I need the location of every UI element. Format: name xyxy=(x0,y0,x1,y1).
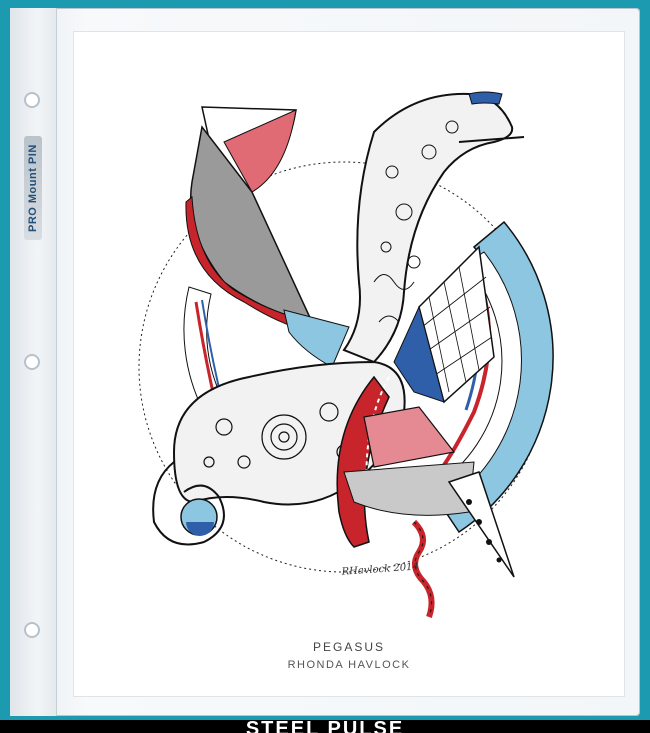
artwork-title: PEGASUS xyxy=(312,640,386,654)
sleeve-brand-label: PRO Mount PIN xyxy=(24,136,42,240)
horse-jaw-line xyxy=(458,136,525,143)
blue-triangle xyxy=(393,305,445,403)
binder-hole xyxy=(24,354,40,370)
red-rope-ink xyxy=(413,521,433,618)
neck-swirls xyxy=(373,120,459,323)
art-print: RHavlock 2014 PEGASUS RHONDA HAVLOCK xyxy=(74,32,624,696)
binder-hole xyxy=(24,622,40,638)
footer-text: STEEL PULSE xyxy=(245,719,405,733)
binder-strip: PRO Mount PIN xyxy=(10,8,57,716)
white-spike xyxy=(447,471,515,578)
wing-blue-patch xyxy=(283,309,350,368)
tail-blue-half xyxy=(186,522,214,536)
wing-tip-red xyxy=(223,109,297,193)
body-swirls xyxy=(203,402,352,469)
pink-shape xyxy=(363,406,456,468)
tail-curl xyxy=(152,461,225,546)
pegasus-artwork xyxy=(138,91,554,618)
left-red-line xyxy=(194,301,216,398)
artist-name: RHONDA HAVLOCK xyxy=(287,659,411,671)
binder-hole xyxy=(24,92,40,108)
footer-bar xyxy=(0,720,650,733)
spike-dots xyxy=(466,499,502,563)
left-blue-line xyxy=(201,299,221,393)
grid-lines xyxy=(421,266,493,393)
horse-nose-blue xyxy=(468,91,503,105)
